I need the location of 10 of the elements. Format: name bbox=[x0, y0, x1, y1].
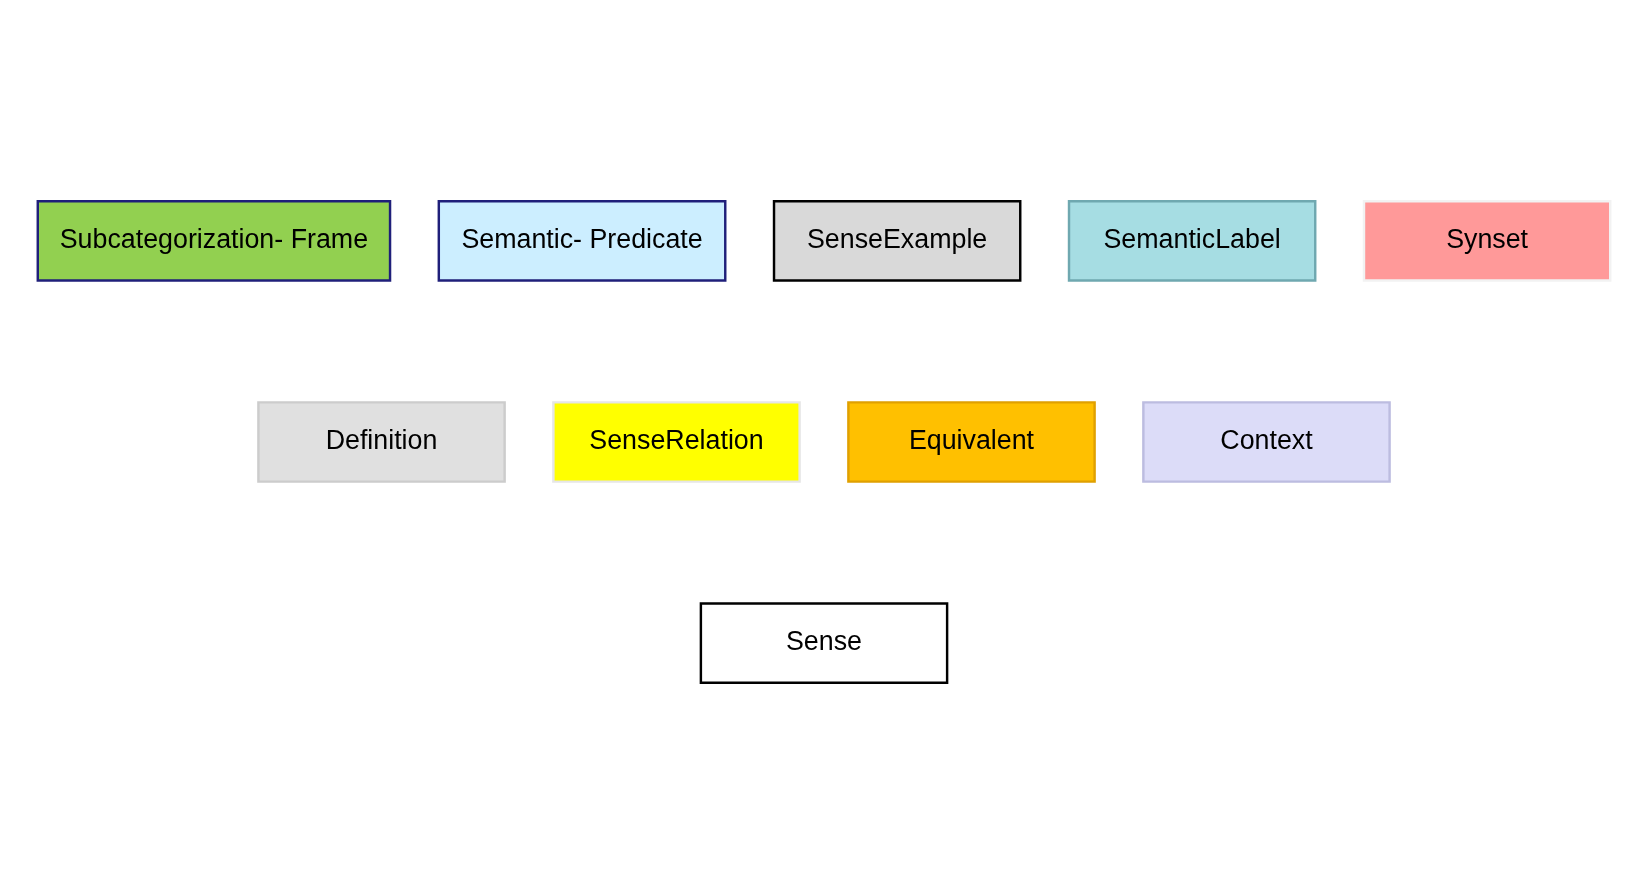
node-box: Sense bbox=[699, 601, 949, 684]
node-box: Subcategorization- Frame bbox=[36, 199, 392, 282]
node-box: Synset bbox=[1362, 199, 1612, 282]
node-box: SemanticLabel bbox=[1067, 199, 1317, 282]
node-box: Definition bbox=[257, 400, 506, 483]
node-box: Equivalent bbox=[847, 400, 1096, 483]
node-box: Context bbox=[1142, 400, 1391, 483]
node-box: Semantic- Predicate bbox=[437, 199, 727, 282]
node-box: SenseExample bbox=[772, 199, 1022, 282]
node-box: SenseRelation bbox=[552, 400, 801, 483]
